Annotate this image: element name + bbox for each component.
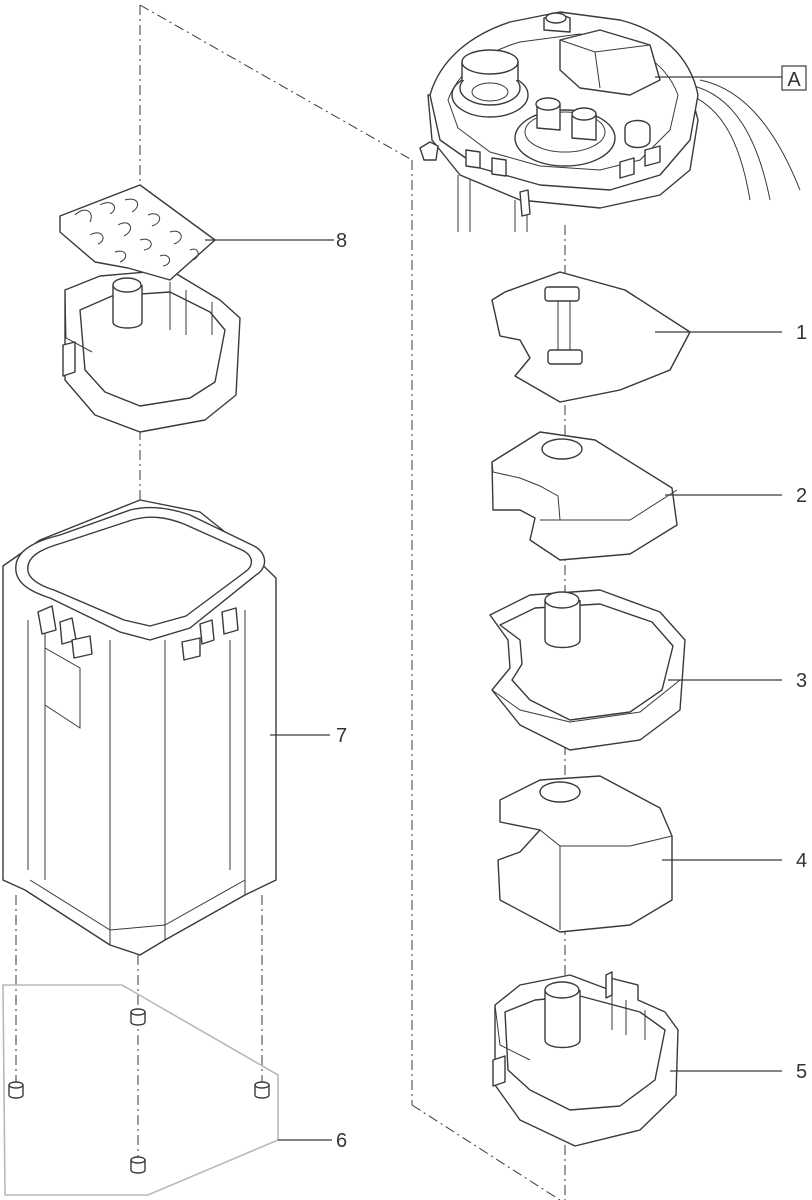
svg-text:8: 8 [336,230,347,252]
callout-5: 5 [670,1061,807,1083]
svg-text:5: 5 [796,1061,807,1083]
part-2-foam-pad [491,431,678,561]
callout-3: 3 [668,670,807,692]
svg-text:7: 7 [336,725,347,747]
part-5-bottom-basket [492,971,679,1147]
foot-bottom [130,1156,146,1174]
svg-text:4: 4 [796,850,807,872]
callout-4: 4 [662,850,807,872]
pump-head-assembly [419,11,801,232]
foot-left [8,1081,24,1099]
callout-6: 6 [278,1130,347,1152]
callout-2: 2 [665,485,807,507]
part-8-media-bag-and-basket [59,184,241,433]
part-7-canister [2,499,277,956]
foot-top [130,1008,146,1026]
callout-8: 8 [205,230,347,252]
svg-text:6: 6 [336,1130,347,1152]
callout-A: A [655,65,807,91]
part-3-filter-basket [489,589,686,751]
foot-right [254,1081,270,1099]
svg-text:1: 1 [796,322,807,344]
part-4-foam-block [497,775,673,933]
svg-text:3: 3 [796,670,807,692]
part-6-feet-set [2,984,279,1196]
callout-7: 7 [270,725,347,747]
callout-1: 1 [655,322,807,344]
svg-text:2: 2 [796,485,807,507]
svg-text:A: A [787,69,801,91]
part-1-grid-plate [491,271,691,403]
